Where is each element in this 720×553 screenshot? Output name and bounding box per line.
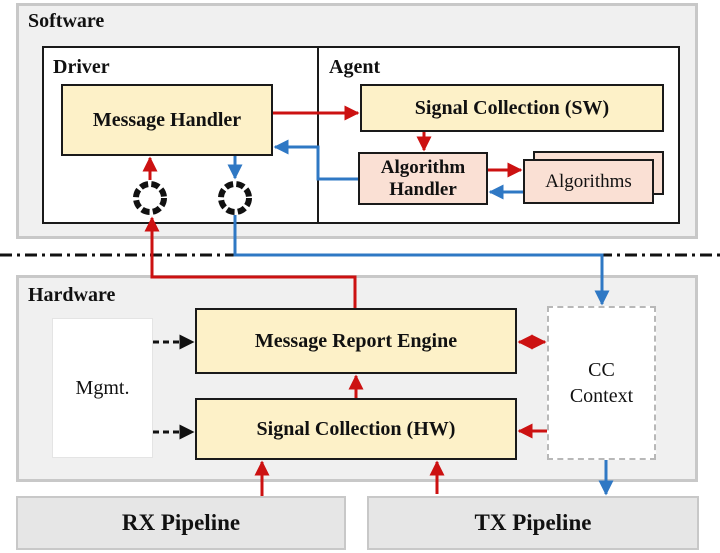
algorithm-handler-line2: Handler	[389, 178, 457, 200]
algorithm-handler-line1: Algorithm	[380, 156, 466, 178]
cc-context-box: CC Context	[547, 306, 656, 460]
rx-pipeline-box: RX Pipeline	[16, 496, 346, 550]
signal-collection-sw-box: Signal Collection (SW)	[360, 84, 664, 132]
hardware-title: Hardware	[28, 284, 116, 306]
mgmt-box: Mgmt.	[52, 318, 153, 458]
algorithm-handler-box: Algorithm Handler	[358, 152, 488, 205]
message-handler-box: Message Handler	[61, 84, 273, 156]
algorithms-box: Algorithms	[523, 159, 654, 204]
cc-context-line1: CC	[588, 359, 615, 381]
agent-title: Agent	[329, 56, 381, 78]
message-report-engine-box: Message Report Engine	[195, 308, 517, 374]
driver-title: Driver	[53, 56, 110, 78]
cc-context-line2: Context	[569, 385, 634, 407]
tx-pipeline-box: TX Pipeline	[367, 496, 699, 550]
signal-collection-hw-box: Signal Collection (HW)	[195, 398, 517, 460]
software-title: Software	[28, 10, 105, 32]
